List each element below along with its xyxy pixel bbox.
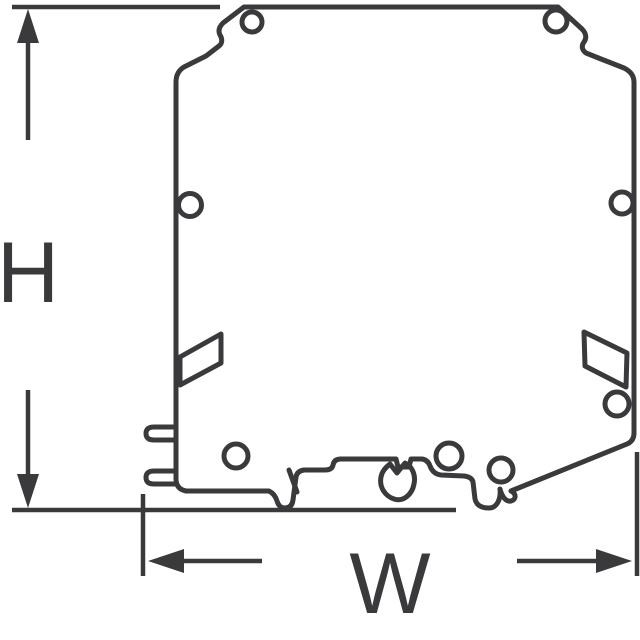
hole-clip-left [433,440,465,472]
vent-slot-left [177,331,224,388]
hole-right-side [608,189,636,217]
width-left-arrowhead-icon [148,549,184,573]
hole-clip-right [486,455,516,485]
width-dimension-label: W [349,536,430,632]
din-clip-tooth [378,460,417,503]
wire-pin-lower [143,468,179,487]
hole-top-left [239,9,265,35]
width-right-arrowhead-icon [596,549,632,573]
height-down-arrowhead-icon [17,474,39,508]
din-clip-left-foot-inner-edge [286,467,300,495]
height-dimension: H [0,4,456,513]
hole-left-side [176,191,204,219]
height-up-arrowhead-icon [17,9,39,43]
hole-lower-left [221,441,251,471]
terminal-block-body [143,4,637,511]
width-dimension: W [140,452,640,632]
body-outline [173,4,637,511]
hole-lower-right [602,389,632,419]
vent-slot-right [581,329,630,390]
wire-pin-upper [143,424,179,443]
height-dimension-label: H [0,225,59,321]
hole-top-right [542,7,570,35]
